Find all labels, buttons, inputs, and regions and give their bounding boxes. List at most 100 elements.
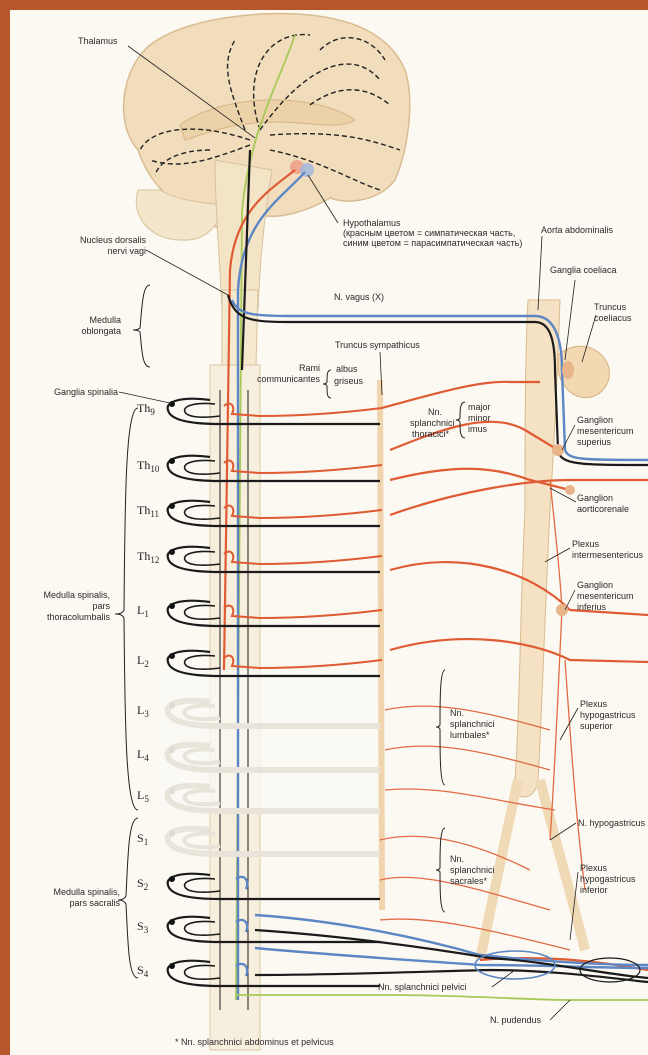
label-nn-splanchnici-lumb-2: splanchnici [450, 719, 495, 729]
label-albus: albus [336, 364, 358, 374]
segment-label: Th10 [137, 458, 160, 474]
label-hypothalamus-note-1: (красным цветом = симпатическая часть, [343, 228, 515, 238]
spinal-ganglion-dot [169, 503, 175, 509]
label-truncus-sympathicus: Truncus sympathicus [335, 340, 420, 350]
pelvic-black-2 [255, 970, 648, 982]
leader-aorta [538, 236, 542, 310]
sympathetic-trunk-shape [380, 380, 382, 910]
brace-splanchnici-lumbales [436, 670, 445, 785]
brace-splanchnici-sacrales [436, 828, 445, 912]
brace-splanchnici-thoracici [456, 402, 465, 438]
segment-label: L2 [137, 653, 149, 669]
brace-medulla-oblongata [133, 285, 150, 367]
spinal-ganglion-dot [169, 747, 175, 753]
label-hypothalamus-note-2: синим цветом = парасимпатическая часть) [343, 238, 522, 248]
ganglion-coeliacum [562, 361, 574, 379]
pudendus-green [236, 995, 648, 1000]
segment-label: Th12 [137, 549, 159, 565]
segment-label: S4 [137, 963, 149, 979]
label-griseus: griseus [334, 376, 364, 386]
segment-label: S1 [137, 831, 148, 847]
autonomic-nervous-system-diagram: Th9Th10Th11Th12L1L2L3L4L5S1S2S3S4 [10, 10, 648, 1055]
label-n-vagus: N. vagus (X) [334, 292, 384, 302]
spinal-ganglion-dot [169, 831, 175, 837]
label-medulla-thoraco-1: Medulla spinalis, [43, 590, 110, 600]
label-nn-splanchnici-sacr-1: Nn. [450, 854, 464, 864]
label-medulla-oblongata-1: Medulla [89, 315, 121, 325]
label-imus: imus [468, 424, 488, 434]
label-nn-splanchnici-pelvici: Nn. splanchnici pelvici [378, 982, 467, 992]
label-nn-splanchnici-thor-2: splanchnici [410, 418, 455, 428]
ganglion-mesentericum-inferius [556, 604, 568, 616]
spinal-ganglion-dot [169, 653, 175, 659]
brainstem-shape [215, 160, 272, 310]
label-nucleus-dorsalis-1: Nucleus dorsalis [80, 235, 147, 245]
label-plexus-interm-1: Plexus [572, 539, 600, 549]
leader-nucleus-dorsalis [146, 250, 228, 295]
label-major: major [468, 402, 491, 412]
label-truncus-coeliacus-1: Truncus [594, 302, 627, 312]
label-ganglion-mes-sup-3: superius [577, 437, 612, 447]
spinal-ganglion-dot [169, 876, 175, 882]
ganglion-aorticorenale [565, 485, 575, 495]
brace-sacralis [118, 818, 138, 978]
spinal-nerve-loop [168, 874, 380, 899]
label-ganglia-spinalia: Ganglia spinalia [54, 387, 118, 397]
red-to-right-3 [390, 639, 648, 662]
spinal-ganglion-dot [169, 963, 175, 969]
segment-label: S3 [137, 919, 149, 935]
label-aorta-abdominalis: Aorta abdominalis [541, 225, 614, 235]
label-plexus-hyp-sup-1: Plexus [580, 699, 608, 709]
label-ganglion-mes-inf-1: Ganglion [577, 580, 613, 590]
label-thalamus: Thalamus [78, 36, 118, 46]
aorta-bifurcation-shape [480, 780, 585, 960]
label-ganglion-aortico-2: aorticorenale [577, 504, 629, 514]
label-minor: minor [468, 413, 491, 423]
plexus-hypogastricus-sup-line [550, 610, 562, 840]
label-ganglion-aortico-1: Ganglion [577, 493, 613, 503]
medulla-oblongata-shape [222, 290, 258, 365]
brace-rami [323, 370, 331, 398]
spinal-ganglion-dot [169, 549, 175, 555]
label-rami-2: communicantes [257, 374, 321, 384]
label-truncus-coeliacus-2: coeliacus [594, 313, 632, 323]
label-rami-1: Rami [299, 363, 320, 373]
label-ganglion-mes-inf-2: mesentericum [577, 591, 634, 601]
spinal-ganglion-dot [169, 603, 175, 609]
anatomy-layer [124, 14, 610, 1050]
spinal-ganglion-dot [169, 458, 175, 464]
pelvic-blue-1 [255, 915, 648, 965]
segment-label: Th9 [137, 401, 155, 417]
segment-label: Th11 [137, 503, 159, 519]
lumbar-faded-region [160, 670, 390, 810]
label-ganglion-mes-inf-3: inferius [577, 602, 607, 612]
label-medulla-oblongata-2: oblongata [81, 326, 121, 336]
n-hypogastricus-line [565, 660, 585, 890]
label-nn-splanchnici-sacr-2: splanchnici [450, 865, 495, 875]
label-footnote: * Nn. splanchnici abdominus et pelvicus [175, 1037, 334, 1047]
label-ganglion-mes-sup-1: Ganglion [577, 415, 613, 425]
label-n-hypogastricus: N. hypogastricus [578, 818, 646, 828]
label-nn-splanchnici-thor-1: Nn. [428, 407, 442, 417]
braces [115, 285, 465, 978]
label-hypothalamus: Hypothalamus [343, 218, 401, 228]
label-plexus-hyp-inf-3: inferior [580, 885, 608, 895]
leader-pudendus [550, 1000, 570, 1020]
label-plexus-hyp-sup-3: superior [580, 721, 613, 731]
spinal-ganglion-dot [169, 703, 175, 709]
label-medulla-sacr-1: Medulla spinalis, [53, 887, 120, 897]
label-nn-splanchnici-lumb-3: lumbales* [450, 730, 490, 740]
label-nn-splanchnici-lumb-1: Nn. [450, 708, 464, 718]
label-ganglia-coeliaca: Ganglia coeliaca [550, 265, 617, 275]
segment-label: L5 [137, 788, 149, 804]
segment-label: S2 [137, 876, 148, 892]
label-ganglion-mes-sup-2: mesentericum [577, 426, 634, 436]
label-n-pudendus: N. pudendus [490, 1015, 542, 1025]
label-plexus-hyp-inf-1: Plexus [580, 863, 608, 873]
label-plexus-interm-2: intermesentericus [572, 550, 644, 560]
segment-label: L4 [137, 747, 149, 763]
label-plexus-hyp-inf-2: hypogastricus [580, 874, 636, 884]
segment-label: L3 [137, 703, 149, 719]
spinal-ganglion-dot [169, 401, 175, 407]
